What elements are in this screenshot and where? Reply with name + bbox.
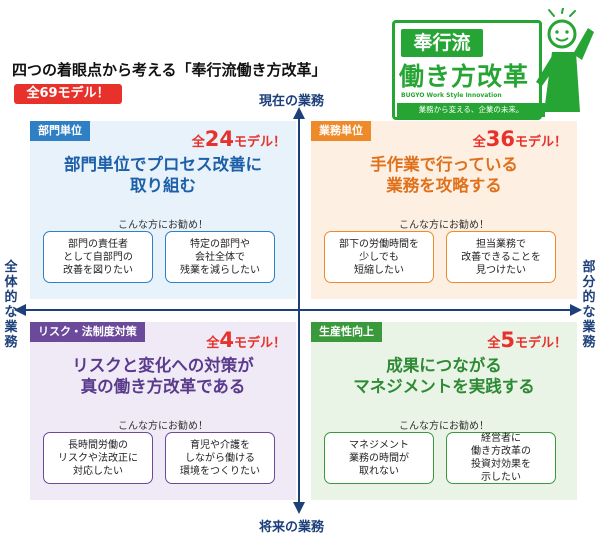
axis-label-left: 全体的な業務 <box>4 260 18 350</box>
logo-sub-text: BUGYO Work Style Innovation <box>401 92 502 99</box>
quadrant-tag: 業務単位 <box>311 121 371 141</box>
recommend-label: こんな方にお勧め！ <box>118 421 208 432</box>
recommend-label: こんな方にお勧め！ <box>399 421 489 432</box>
model-count: 全4モデル！ <box>206 328 286 352</box>
recommend-card: 育児や介護をしながら働ける環境をつくりたい <box>165 432 275 484</box>
recommend-label: こんな方にお勧め！ <box>399 220 489 231</box>
axis-label-top: 現在の業務 <box>259 94 325 109</box>
model-count: 全36モデル！ <box>472 127 567 151</box>
axis-label-right: 部分的な業務 <box>582 260 596 350</box>
quadrant-risk-legal: リスク・法制度対策 全4モデル！ リスクと変化への対策が真の働き方改革である こ… <box>30 322 296 500</box>
quadrant-productivity: 生産性向上 全5モデル！ 成果につながるマネジメントを実践する こんな方にお勧め… <box>311 322 577 500</box>
quadrant-department: 部門単位 全24モデル！ 部門単位でプロセス改善に取り組む こんな方にお勧め！ … <box>30 121 296 299</box>
recommend-card: 部門の責任者として自部門の改善を図りたい <box>43 231 153 283</box>
recommend-card: 部下の労働時間を少しでも短縮したい <box>324 231 434 283</box>
logo-main-text: 働き方改革 <box>399 62 530 91</box>
quadrant-title: リスクと変化への対策が真の働き方改革である <box>72 356 254 396</box>
logo-frame: 奉行流 働き方改革 BUGYO Work Style Innovation 業務… <box>392 20 545 120</box>
axis-label-bottom: 将来の業務 <box>259 520 325 535</box>
total-models-badge: 全69モデル！ <box>14 84 122 104</box>
quadrant-title: 成果につながるマネジメントを実践する <box>353 356 535 396</box>
recommend-card: 担当業務で改善できることを見つけたい <box>446 231 556 283</box>
page-headline: 四つの着眼点から考える「奉行流働き方改革」 <box>12 61 327 79</box>
recommend-card: マネジメント業務の時間が取れない <box>324 432 434 484</box>
recommend-card: 経営者に働き方改革の投資対効果を示したい <box>446 432 556 484</box>
quadrant-tag: リスク・法制度対策 <box>30 322 145 342</box>
bugyo-logo: 奉行流 働き方改革 BUGYO Work Style Innovation 業務… <box>392 8 594 120</box>
quadrant-task: 業務単位 全36モデル！ 手作業で行っている業務を攻略する こんな方にお勧め！ … <box>311 121 577 299</box>
quadrant-title: 手作業で行っている業務を攻略する <box>370 155 518 195</box>
model-count: 全24モデル！ <box>191 127 286 151</box>
mascot-figure-icon <box>536 8 594 112</box>
recommend-card: 特定の部門や会社全体で残業を減らしたい <box>165 231 275 283</box>
recommend-card: 長時間労働のリスクや法改正に対応したい <box>43 432 153 484</box>
logo-tagline: 業務から変える、企業の未来。 <box>397 103 545 117</box>
logo-top-text: 奉行流 <box>401 29 483 57</box>
quadrant-tag: 生産性向上 <box>311 322 382 342</box>
model-count: 全5モデル！ <box>487 328 567 352</box>
quadrant-title: 部門単位でプロセス改善に取り組む <box>64 155 262 195</box>
quadrant-tag: 部門単位 <box>30 121 90 141</box>
recommend-label: こんな方にお勧め！ <box>118 220 208 231</box>
